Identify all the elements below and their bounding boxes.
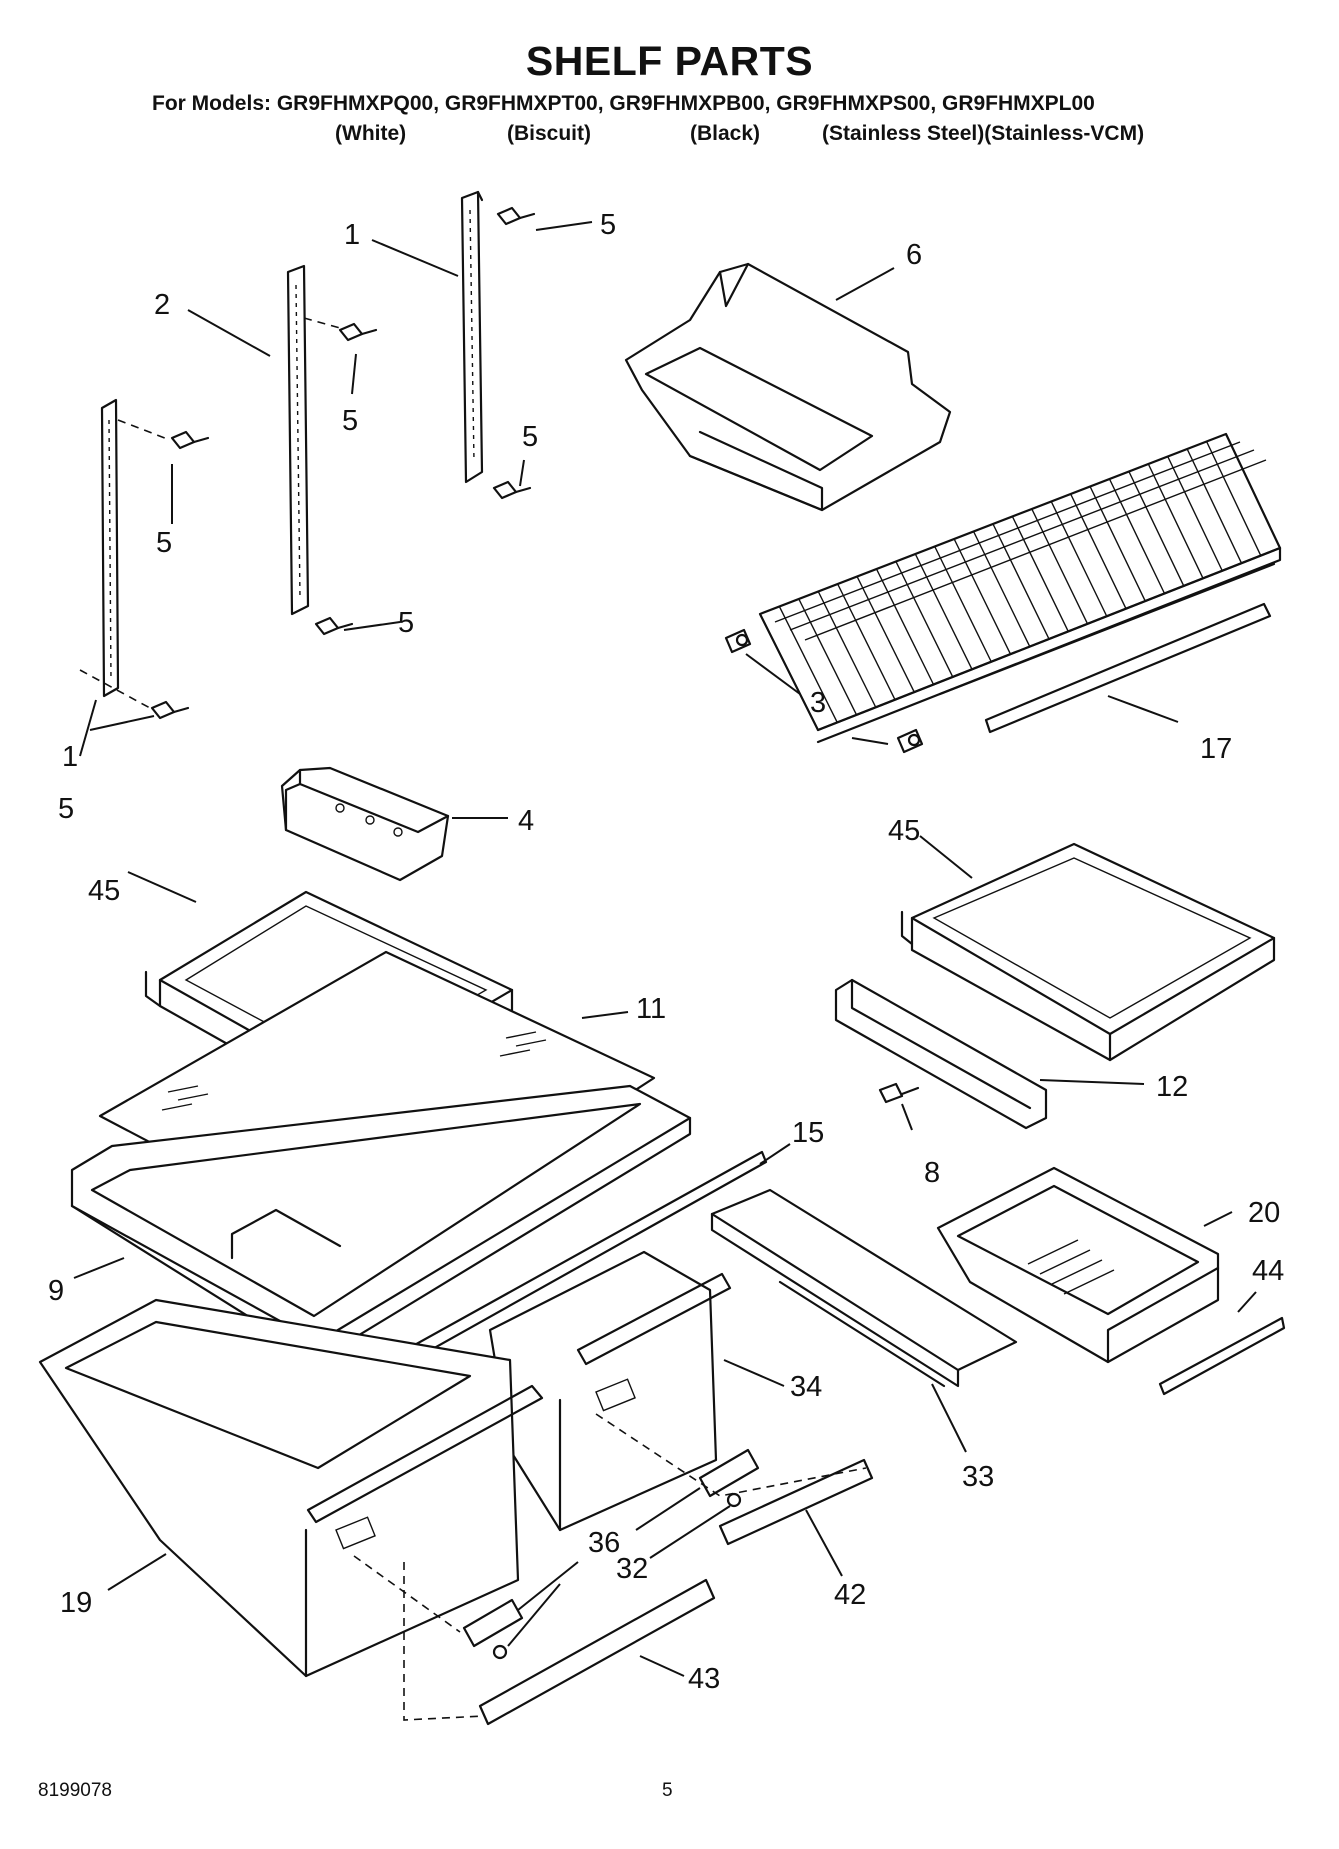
- callout-5: 5: [342, 405, 358, 437]
- trim-part-44: [1158, 1316, 1286, 1396]
- wire-rung: [914, 553, 973, 670]
- wire-rung: [1070, 493, 1127, 609]
- bracket-part-12: [834, 978, 1048, 1130]
- models-line: For Models: GR9FHMXPQ00, GR9FHMXPT00, GR…: [152, 92, 1095, 115]
- wire-rung: [1205, 441, 1262, 556]
- callout-32: 32: [616, 1553, 648, 1585]
- wire-rung: [1128, 471, 1185, 587]
- small-bin-part-4: [280, 766, 450, 882]
- wire-rung: [1031, 508, 1089, 625]
- bin-part-6: [624, 262, 952, 512]
- callout-19: 19: [60, 1587, 92, 1619]
- handle-part-42: [718, 1458, 874, 1546]
- rail-part-1-right: [460, 190, 484, 484]
- wire-rung: [953, 538, 1012, 655]
- rail-part-33: [710, 1188, 1018, 1388]
- leader-lines: [73, 221, 1257, 1677]
- drawer-part-19: [38, 1298, 544, 1678]
- wire-rung: [1225, 433, 1281, 549]
- handle-part-43: [478, 1578, 716, 1726]
- callout-1: 1: [62, 741, 78, 773]
- page-number: 5: [662, 1780, 673, 1801]
- callout-34: 34: [790, 1371, 822, 1403]
- wire-rung: [759, 613, 819, 731]
- screw-part-5: [150, 206, 536, 720]
- callout-2: 2: [154, 289, 170, 321]
- wire-rung: [972, 531, 1031, 647]
- callout-45: 45: [88, 875, 120, 907]
- callout-labels: 1 2 5 5 5 5 5 5 6 3 17 1 4 45 11 45 12 8…: [48, 209, 1284, 1695]
- crisper-cover-part-9: [70, 1084, 692, 1362]
- wire-rung: [856, 576, 915, 693]
- wire-rung: [1089, 486, 1146, 602]
- callout-5: 5: [522, 421, 538, 453]
- wire-rung: [875, 568, 935, 685]
- callout-3: 3: [810, 687, 826, 719]
- wire-rung: [1011, 516, 1069, 632]
- wire-rung: [778, 606, 838, 723]
- callout-9: 9: [48, 1275, 64, 1307]
- clip-part-32: [492, 1492, 742, 1660]
- wire-rung: [992, 523, 1050, 640]
- wire-rung: [895, 561, 954, 678]
- callout-5: 5: [398, 607, 414, 639]
- wire-rung: [1147, 463, 1204, 579]
- wire-shelf-part-17: [758, 432, 1282, 744]
- callout-1: 1: [344, 219, 360, 251]
- drawer-part-34: [488, 1250, 732, 1532]
- screw-dashed-guides: [79, 317, 341, 709]
- callout-43: 43: [688, 1663, 720, 1695]
- variant-biscuit: (Biscuit): [507, 122, 591, 145]
- callout-44: 44: [1252, 1255, 1284, 1287]
- callout-5: 5: [58, 793, 74, 825]
- callout-5: 5: [156, 527, 172, 559]
- wire-rung: [1050, 501, 1108, 617]
- callout-8: 8: [924, 1157, 940, 1189]
- callout-5: 5: [600, 209, 616, 241]
- callout-15: 15: [792, 1117, 824, 1149]
- wire-rung: [1167, 456, 1223, 572]
- callout-20: 20: [1248, 1197, 1280, 1229]
- drawer-part-20: [936, 1166, 1220, 1364]
- screw-part-8: [878, 1082, 920, 1104]
- wire-rung: [837, 583, 896, 700]
- wire-rung: [934, 546, 992, 663]
- callout-6: 6: [906, 239, 922, 271]
- wire-rung: [817, 591, 877, 708]
- drawer-dashed-guides: [353, 1413, 867, 1721]
- doc-number: 8199078: [38, 1780, 112, 1801]
- variant-white: (White): [335, 122, 407, 145]
- callout-45: 45: [888, 815, 920, 847]
- variant-black: (Black): [690, 122, 761, 145]
- callout-12: 12: [1156, 1071, 1188, 1103]
- peg-part-3: [724, 628, 924, 754]
- callout-33: 33: [962, 1461, 994, 1493]
- variant-stainless: (Stainless Steel)(Stainless-VCM): [822, 122, 1145, 145]
- wire-rung: [798, 598, 858, 716]
- wire-rung: [1186, 448, 1243, 564]
- callout-17: 17: [1200, 733, 1232, 765]
- clip-part-36: [462, 1448, 760, 1648]
- callout-42: 42: [834, 1579, 866, 1611]
- callout-36: 36: [588, 1527, 620, 1559]
- callout-4: 4: [518, 805, 534, 837]
- wire-rung: [1108, 478, 1166, 594]
- page-title: SHELF PARTS: [525, 38, 814, 84]
- rail-part-2: [286, 264, 310, 616]
- glass-shelf-part-45-right: [900, 842, 1276, 1062]
- rail-part-1-left: [100, 398, 120, 698]
- callout-11: 11: [636, 993, 666, 1025]
